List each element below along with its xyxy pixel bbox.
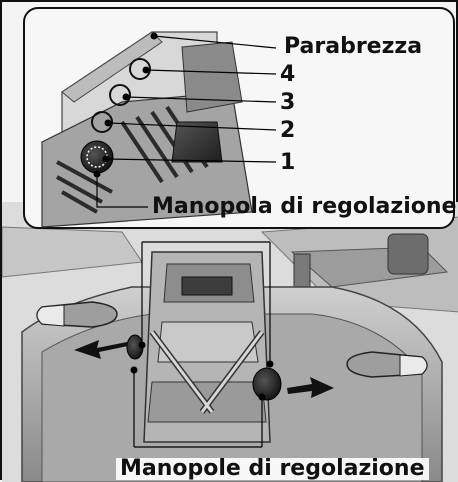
position-1-label: 1 xyxy=(280,152,295,174)
adjustment-knob-label: Manopola di regolazione xyxy=(152,196,456,218)
adjustment-knobs-label: Manopole di regolazione xyxy=(116,458,429,480)
position-3-label: 3 xyxy=(280,92,295,114)
windshield-label: Parabrezza xyxy=(284,36,422,58)
position-4-label: 4 xyxy=(280,64,295,86)
position-2-label: 2 xyxy=(280,120,295,142)
